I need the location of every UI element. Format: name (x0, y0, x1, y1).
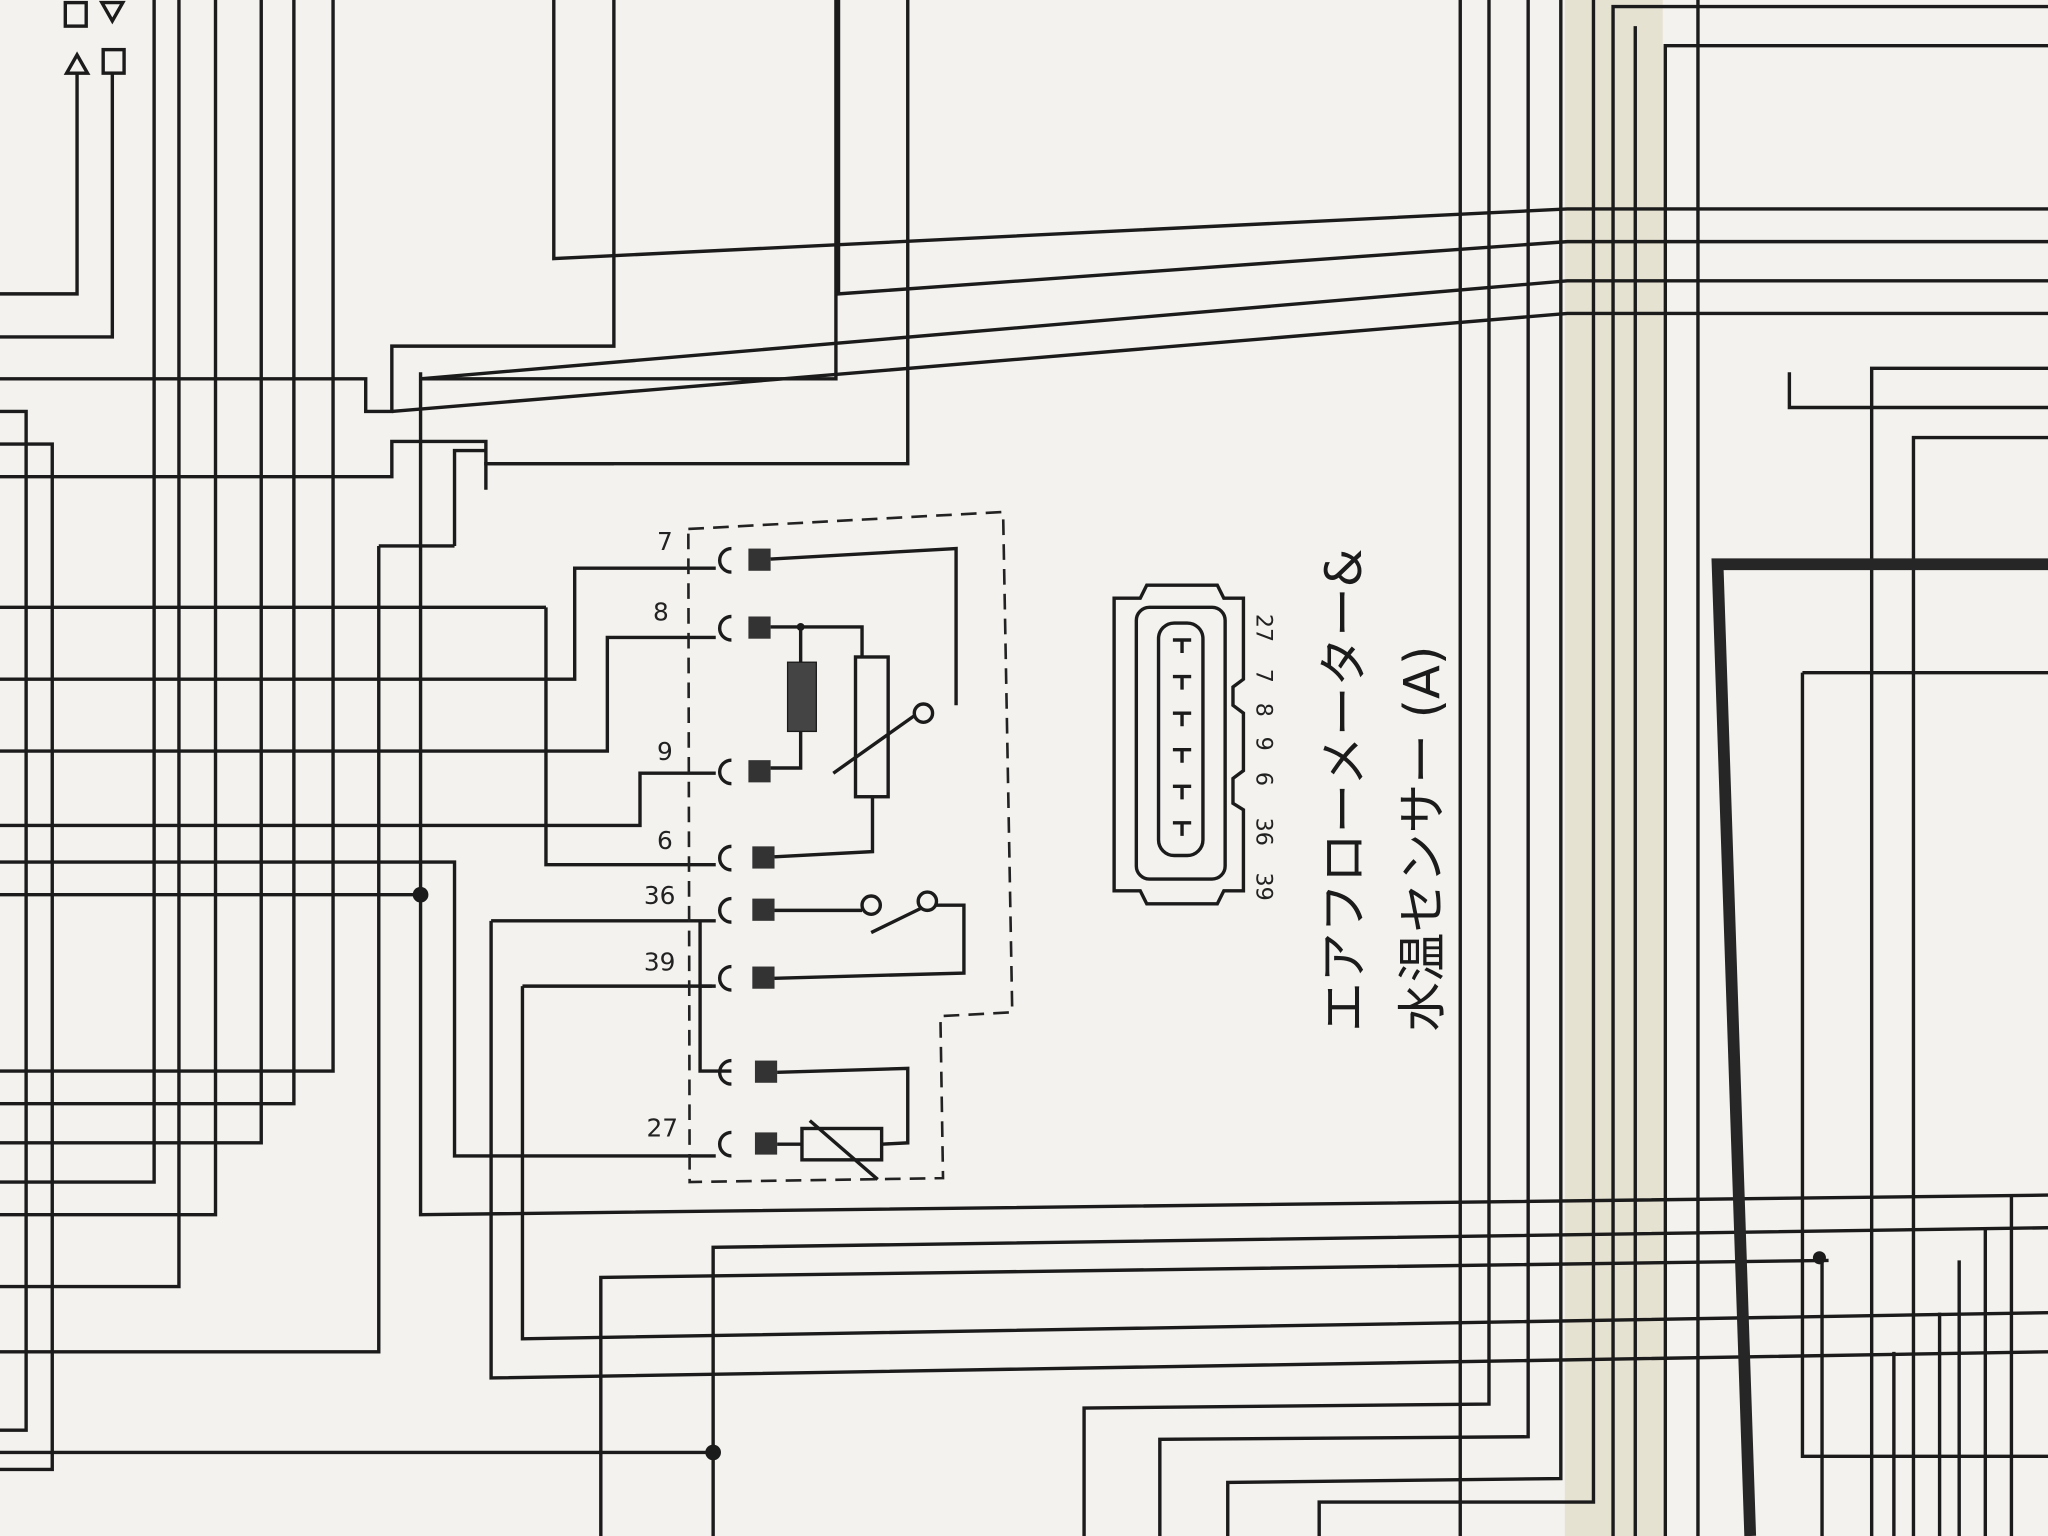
connector-face: 27 7 8 9 6 36 39 (1112, 583, 1276, 906)
terminal-label: 27 (647, 1113, 679, 1142)
connector-pin-label: 9 (1250, 737, 1276, 751)
connector-pin-label: 6 (1250, 772, 1276, 786)
terminals (718, 546, 778, 1158)
resistor (786, 661, 817, 733)
component-title: エアフローメーター& 水温センサー (A) (1315, 548, 1451, 1031)
connector-pin-label: 8 (1250, 703, 1276, 717)
connector-pin-label: 7 (1250, 669, 1276, 683)
right-wire-bundle (1611, 0, 2048, 1536)
terminal-labels: 7 8 9 6 36 39 27 (644, 527, 678, 1142)
terminal-label: 6 (657, 826, 673, 855)
title-line-1: エアフローメーター& (1315, 548, 1373, 1031)
terminal-label: 36 (644, 881, 676, 910)
terminal-label: 8 (653, 597, 669, 626)
title-line-2: 水温センサー (A) (1393, 646, 1451, 1032)
junction-dot (705, 1444, 721, 1461)
terminal-label: 9 (657, 737, 673, 766)
junction-dot (412, 886, 429, 903)
terminal-label: 39 (644, 947, 676, 976)
connector-pin-label: 27 (1250, 614, 1276, 642)
connector-pin-label: 39 (1250, 872, 1276, 900)
junction-dot (1812, 1251, 1826, 1265)
air-flow-meter-unit (687, 510, 1014, 1184)
connector-pin-label: 36 (1250, 818, 1276, 846)
terminal-label: 7 (657, 527, 673, 556)
